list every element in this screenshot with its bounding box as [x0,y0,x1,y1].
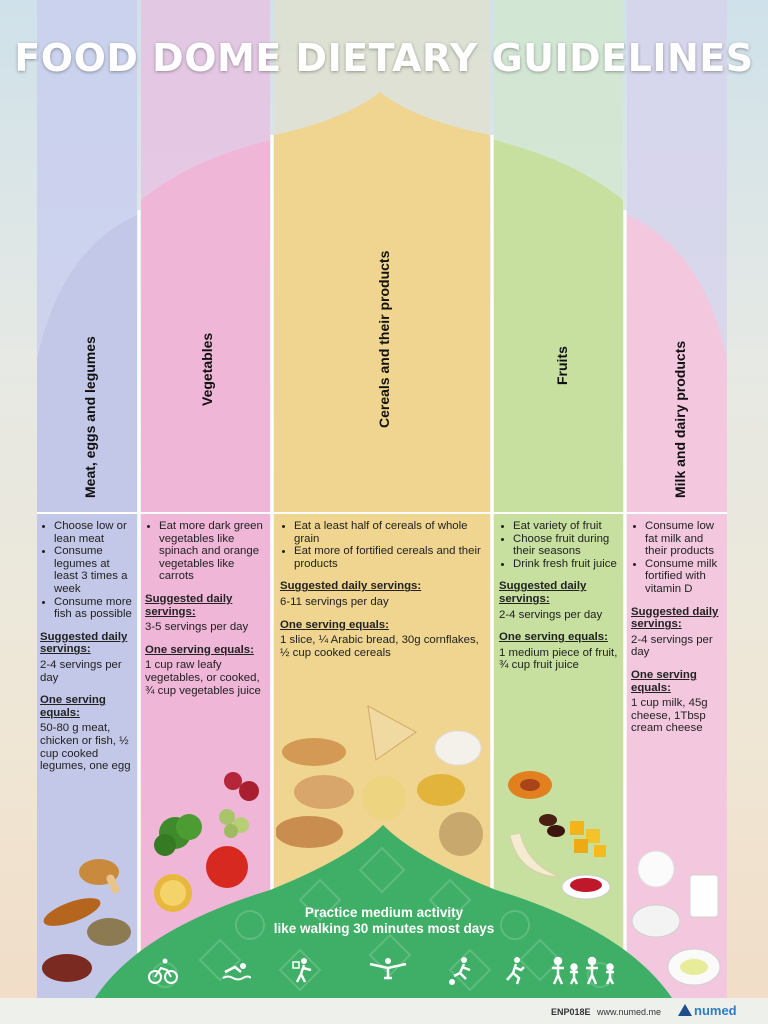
vegetables-heading: Vegetables [199,332,215,406]
servings-value: 3-5 servings per day [145,621,249,634]
activity-message: Practice medium activity like walking 30… [0,905,768,937]
servings-value: 2-4 servings per day [631,633,713,659]
banana-icon [509,832,561,878]
servings-value: 2-4 servings per day [40,658,122,684]
equals-value: 1 medium piece of fruit, ¾ cup fruit jui… [499,646,618,672]
equals-heading: One serving equals: [631,668,697,694]
tip: Choose low or lean meat [54,520,134,545]
fruits-image [508,771,611,900]
equals-heading: One serving equals: [280,618,389,631]
oats-icon [439,812,483,856]
tip: Consume legumes at least 3 times a week [54,545,134,595]
tip: Consume more fish as possible [54,596,134,621]
equals-value: 1 cup raw leafy vegetables, or cooked, ¾… [145,659,261,697]
broccoli-icon [154,814,202,856]
gardening-icon [292,958,312,983]
fruits-info: Eat variety of fruit Choose fruit during… [499,520,621,672]
squash-slice-icon [154,874,192,912]
tip: Consume low fat milk and their products [645,520,723,558]
mango-cubes-icon [570,821,606,857]
fruits-tips: Eat variety of fruit Choose fruit during… [499,520,621,570]
tip: Eat more dark green vegetables like spin… [159,520,265,583]
fish-fillet-icon [43,898,101,926]
lentils-icon [87,918,131,946]
loaf-icon [276,816,343,848]
dairy-tips: Consume low fat milk and their products … [631,520,723,596]
equals-value: 1 slice, ¼ Arabic bread, 30g cornflakes,… [280,634,479,659]
dairy-heading: Milk and dairy products [672,340,688,498]
brand-name: numed [694,1003,737,1018]
vegetables-info: Eat more dark green vegetables like spin… [145,520,265,697]
tomato-icon [206,846,248,888]
cheese-bread-icon [417,774,465,806]
tip: Choose fruit during their seasons [513,533,621,558]
labneh-plate-icon [667,948,721,986]
flatbread-icon [367,705,417,761]
cereals-tips: Eat a least half of cereals of whole gra… [280,520,485,570]
servings-value: 6-11 servings per day [280,595,389,608]
meat-foods-image [42,859,131,982]
brussels-sprouts-icon [219,809,249,838]
tip: Eat variety of fruit [513,520,621,533]
cottage-cheese-icon [637,850,675,888]
servings-value: 2-4 servings per day [499,608,603,621]
cereals-info: Eat a least half of cereals of whole gra… [280,520,485,659]
dates-icon [539,814,565,837]
meat-info: Choose low or lean meat Consume legumes … [40,520,134,773]
rice-icon [434,730,482,766]
cereals-heading: Cereals and their products [376,250,392,428]
website-link[interactable]: www.numed.me [597,1007,662,1017]
fruits-heading: Fruits [554,346,570,385]
equals-heading: One serving equals: [40,694,106,719]
numed-logo-icon [678,1004,692,1016]
servings-heading: Suggested daily servings: [280,580,422,593]
servings-heading: Suggested daily servings: [40,630,128,656]
numed-logo: numed [678,1003,737,1018]
equals-value: 1 cup milk, 45g cheese, 1Tbsp cream chee… [631,697,708,735]
vegetables-tips: Eat more dark green vegetables like spin… [145,520,265,583]
equals-heading: One serving equals: [145,643,254,656]
radish-icon [224,772,259,801]
footer: ENP018E www.numed.me numed [0,998,768,1024]
cereals-image [276,705,483,856]
equals-value: 50-80 g meat, chicken or fish, ½ cup coo… [40,722,131,773]
equals-heading: One serving equals: [499,631,608,644]
activity-line-2: like walking 30 minutes most days [273,921,495,936]
stretching-icon [369,958,407,980]
tip: Eat a least half of cereals of whole gra… [294,520,485,545]
servings-heading: Suggested daily servings: [631,605,719,631]
pita-icon [294,775,354,809]
meat-heading: Meat, eggs and legumes [82,336,98,498]
meat-tips: Choose low or lean meat Consume legumes … [40,520,134,621]
papaya-icon [508,771,552,799]
running-icon [506,957,525,985]
pomegranate-icon [561,874,611,900]
bulgur-icon [362,776,406,820]
cycling-icon [148,958,178,984]
servings-heading: Suggested daily servings: [145,592,233,618]
page-title: FOOD DOME DIETARY GUIDELINES [14,36,754,80]
bread-roll-icon [282,738,346,766]
milk-glass-icon [689,874,719,918]
dairy-info: Consume low fat milk and their products … [631,520,723,735]
activity-line-1: Practice medium activity [304,905,464,920]
servings-heading: Suggested daily servings: [499,580,587,605]
tip: Eat more of fortified cereals and their … [294,545,485,570]
vegetables-image [154,772,259,912]
tip: Drink fresh fruit juice [513,558,621,571]
family-walking-icon [552,956,615,985]
chicken-leg-icon [79,859,120,894]
swimming-icon [222,963,251,981]
steak-icon [42,954,92,982]
dairy-image [631,850,721,986]
football-icon [449,957,471,985]
poster-code: ENP018E [551,1007,591,1017]
yogurt-bowl-icon [631,904,681,938]
tip: Consume milk fortified with vitamin D [645,558,723,596]
